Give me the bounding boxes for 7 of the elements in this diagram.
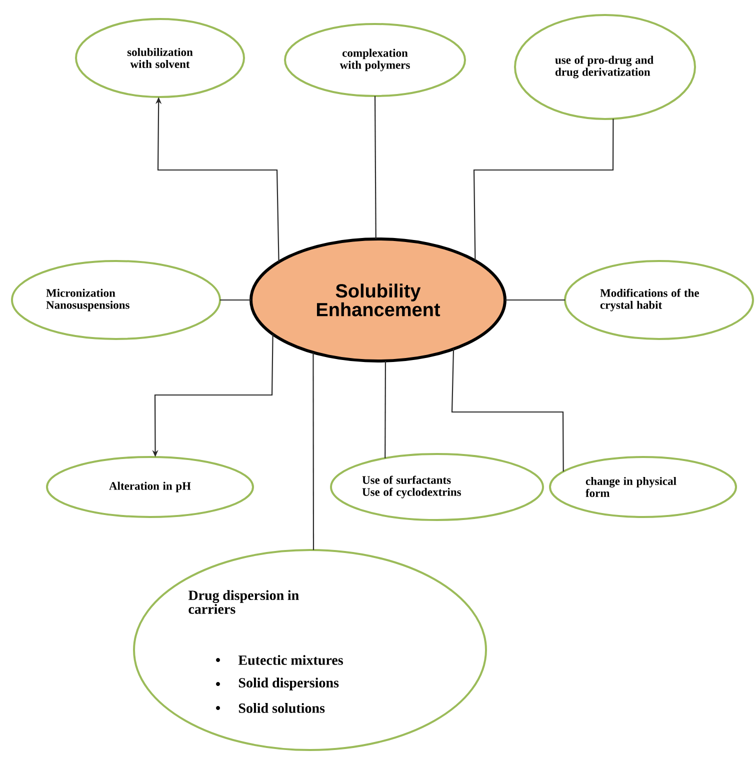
connector-line [220,299,251,301]
connector-line [473,118,614,261]
connector-line [374,96,376,239]
connector-line [384,360,386,458]
connector-line [312,352,314,550]
connector-line [451,349,564,472]
connector-line [505,299,565,301]
